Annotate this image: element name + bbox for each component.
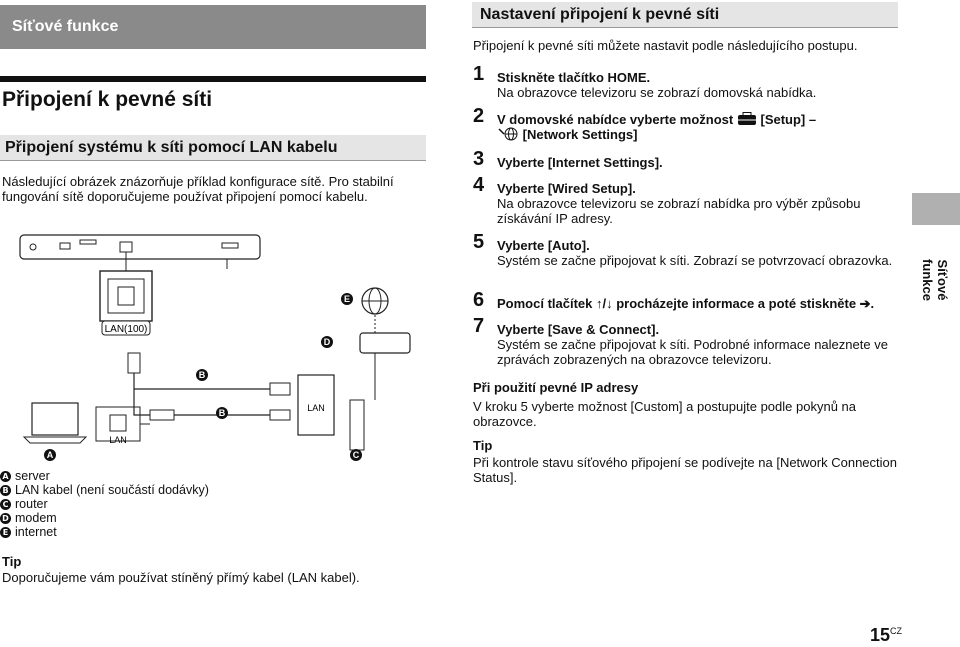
legend-text: server — [15, 469, 50, 483]
toolbox-icon — [737, 112, 756, 125]
step-head: Stiskněte tlačítko HOME. — [497, 70, 651, 85]
right-intro: Připojení k pevné síti můžete nastavit p… — [473, 38, 858, 53]
step-number: 5 — [473, 231, 485, 253]
tip-text-left: Doporučujeme vám používat stíněný přímý … — [2, 570, 360, 585]
step-2: 2 V domovské nabídce vyberte možnost [Se… — [473, 105, 903, 142]
port-label: LAN(100) — [105, 324, 148, 335]
step-3: 3 Vyberte [Internet Settings]. — [473, 148, 903, 170]
legend-marker: C — [0, 498, 11, 510]
legend-text: internet — [15, 525, 57, 539]
page-title: Připojení k pevné síti — [2, 88, 213, 111]
step-sub: Na obrazovce televizoru se zobrazí nabíd… — [497, 196, 861, 226]
legend-marker: A — [0, 470, 11, 482]
step-number: 3 — [473, 148, 485, 170]
step-head-c: [Network Settings] — [522, 127, 638, 142]
step-head: Vyberte [Wired Setup]. — [497, 181, 636, 196]
tip-label-right: Tip — [473, 438, 493, 453]
page-number-suffix: CZ — [890, 626, 903, 636]
side-tab-marker — [912, 193, 960, 225]
legend-text: router — [15, 497, 48, 511]
intro-text: Následující obrázek znázorňuje příklad k… — [2, 174, 394, 204]
step-number: 2 — [473, 105, 485, 127]
marker-d: D — [324, 337, 331, 347]
tip-label-left: Tip — [2, 554, 22, 569]
router-device — [297, 374, 335, 436]
step-sub: Na obrazovce televizoru se zobrazí domov… — [497, 85, 817, 100]
section-tab: Síťové funkce — [0, 5, 426, 49]
step-head-b: [Setup] – — [760, 112, 817, 127]
marker-e: E — [344, 294, 350, 304]
tip-text-right: Při kontrole stavu síťového připojení se… — [473, 455, 897, 485]
step-head-a: V domovské nabídce vyberte možnost — [497, 112, 734, 127]
diagram-markers: A B B C D E — [44, 293, 362, 461]
side-tab-label: Síťové funkce — [920, 259, 950, 301]
step-number: 7 — [473, 315, 485, 337]
step-6: 6 Pomocí tlačítek ↑/↓ procházejte inform… — [473, 289, 903, 311]
marker-c: C — [353, 450, 360, 460]
step-4: 4 Vyberte [Wired Setup]. Na obrazovce te… — [473, 174, 903, 226]
legend-text: LAN kabel (není součástí dodávky) — [15, 483, 209, 497]
network-settings-icon — [498, 127, 518, 141]
lan-label-router: LAN — [307, 403, 325, 413]
legend-text: modem — [15, 511, 57, 525]
step-head: Pomocí tlačítek ↑/↓ procházejte informac… — [497, 296, 875, 311]
step-head: Vyberte [Internet Settings]. — [497, 155, 663, 170]
legend-marker: E — [0, 526, 11, 538]
marker-b1: B — [199, 370, 206, 380]
step-number: 4 — [473, 174, 485, 196]
step-number: 6 — [473, 289, 485, 311]
legend-marker: D — [0, 512, 11, 524]
step-5: 5 Vyberte [Auto]. Systém se začne připoj… — [473, 231, 903, 268]
legend-marker: B — [0, 484, 11, 496]
network-diagram: LAN(100) LAN LAN A B B C D E — [19, 234, 411, 461]
step-head: Vyberte [Save & Connect]. — [497, 322, 660, 337]
page-number-value: 15 — [870, 625, 891, 645]
step-7: 7 Vyberte [Save & Connect]. Systém se za… — [473, 315, 903, 367]
laptop-server — [31, 402, 79, 436]
subheading: Připojení systému k síti pomocí LAN kabe… — [0, 135, 426, 161]
step-head: Vyberte [Auto]. — [497, 238, 590, 253]
modem-device — [359, 332, 411, 354]
step-number: 1 — [473, 63, 485, 85]
fixed-ip-heading: Při použití pevné IP adresy — [473, 380, 639, 395]
marker-b2: B — [219, 408, 226, 418]
fixed-ip-text: V kroku 5 vyberte možnost [Custom] a pos… — [473, 399, 856, 429]
step-sub: Systém se začne připojovat k síti. Zobra… — [497, 253, 893, 268]
step-sub: Systém se začne připojovat k síti. Podro… — [497, 337, 888, 367]
right-heading: Nastavení připojení k pevné síti — [472, 2, 898, 28]
step-1: 1 Stiskněte tlačítko HOME. Na obrazovce … — [473, 63, 903, 100]
lan-label-server: LAN — [109, 435, 127, 445]
page-number: 15CZ — [870, 625, 902, 646]
title-rule — [0, 76, 426, 82]
soundbar-device — [19, 234, 261, 260]
marker-a: A — [47, 450, 54, 460]
